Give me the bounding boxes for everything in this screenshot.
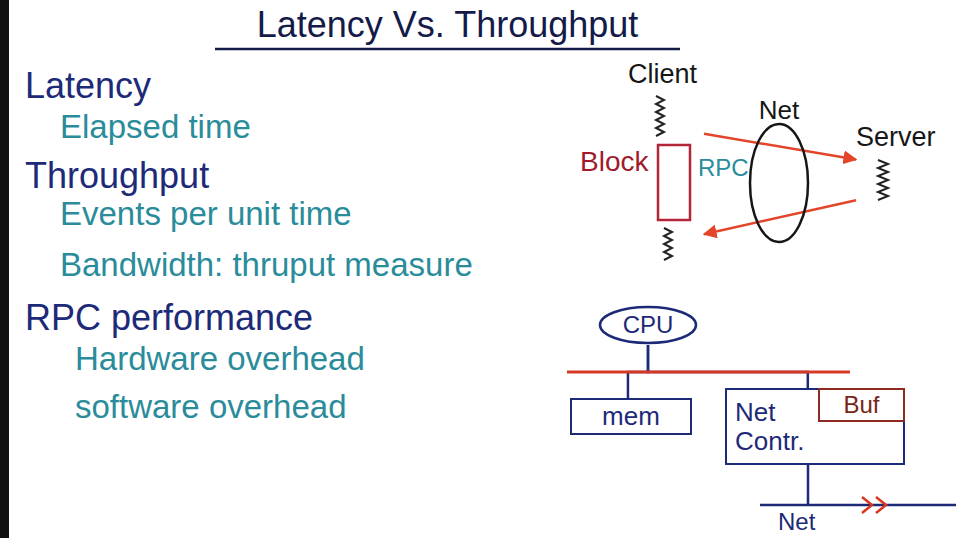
title-underline: [215, 48, 680, 51]
block-label: Block: [580, 146, 648, 177]
system-bus: [567, 371, 850, 374]
server-endpoint: Server: [856, 122, 950, 207]
network-cloud: Net: [748, 96, 810, 244]
client-squiggle: [656, 96, 664, 136]
overhead-item: Hardware overhead: [75, 340, 365, 377]
signal-chevrons: [862, 497, 886, 513]
definition: Events per unit time: [60, 195, 352, 232]
network-wire: [760, 465, 956, 505]
rpc-arrow: [704, 200, 856, 234]
rpc-label: RPC: [698, 154, 749, 181]
node-label: Buf: [843, 390, 879, 419]
memory-box: mem: [570, 398, 692, 435]
block-bar: [658, 145, 690, 220]
definition: Elapsed time: [60, 108, 251, 145]
oval-outline: [750, 124, 808, 242]
node-label: CPU: [623, 305, 674, 345]
bus-wire: [628, 345, 648, 398]
edge-bar: [0, 0, 9, 538]
heading: RPC performance: [25, 298, 313, 338]
network-label: Net: [778, 508, 815, 535]
node-label: mem: [602, 400, 660, 433]
overhead-item: software overhead: [75, 388, 347, 425]
client-squiggle: [664, 228, 672, 260]
node-label: Server: [856, 122, 936, 152]
node-label: Client: [628, 58, 697, 90]
heading: Latency: [25, 66, 151, 106]
cpu-oval: CPU: [598, 305, 698, 345]
buffer-box: Buf: [818, 388, 905, 422]
heading: Throughput: [25, 156, 209, 196]
title: Latency Vs. Throughput: [215, 4, 680, 46]
definition: Bandwidth: thruput measure: [60, 246, 473, 283]
controller-box: Net Contr. Buf: [725, 388, 905, 465]
bus-wire: [648, 345, 808, 388]
node-label: Net: [759, 96, 799, 124]
node-label: Net Contr.: [735, 398, 823, 456]
oval-outline: [748, 122, 810, 244]
server-squiggle: [878, 160, 888, 200]
